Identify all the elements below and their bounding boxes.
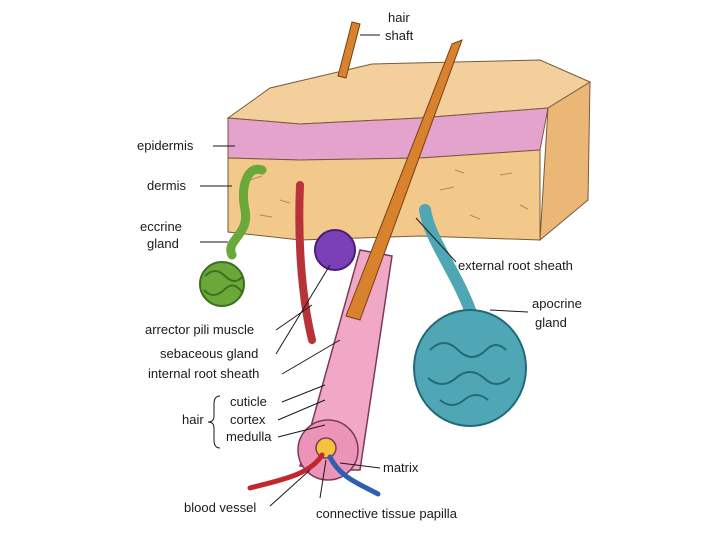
label-eccrine-line1: eccrine bbox=[140, 219, 182, 234]
connective-tissue-papilla bbox=[316, 438, 336, 458]
label-connective-tissue-papilla: connective tissue papilla bbox=[316, 506, 458, 521]
label-epidermis: epidermis bbox=[137, 138, 194, 153]
label-hair: hair bbox=[182, 412, 204, 427]
label-matrix: matrix bbox=[383, 460, 419, 475]
apocrine-gland bbox=[414, 210, 526, 426]
label-eccrine-line2: gland bbox=[147, 236, 179, 251]
label-apocrine-line1: apocrine bbox=[532, 296, 582, 311]
label-cuticle: cuticle bbox=[230, 394, 267, 409]
hair-bracket bbox=[208, 396, 220, 448]
label-medulla: medulla bbox=[226, 429, 272, 444]
sebaceous-gland bbox=[315, 230, 355, 270]
label-external-root-sheath: external root sheath bbox=[458, 258, 573, 273]
label-sebaceous-gland: sebaceous gland bbox=[160, 346, 258, 361]
label-cortex: cortex bbox=[230, 412, 266, 427]
label-internal-root-sheath: internal root sheath bbox=[148, 366, 259, 381]
label-blood-vessel: blood vessel bbox=[184, 500, 256, 515]
label-apocrine-line2: gland bbox=[535, 315, 567, 330]
label-hair-shaft-line2: shaft bbox=[385, 28, 414, 43]
label-hair-shaft-line1: hair bbox=[388, 10, 410, 25]
label-arrector-pili-muscle: arrector pili muscle bbox=[145, 322, 254, 337]
label-dermis: dermis bbox=[147, 178, 187, 193]
